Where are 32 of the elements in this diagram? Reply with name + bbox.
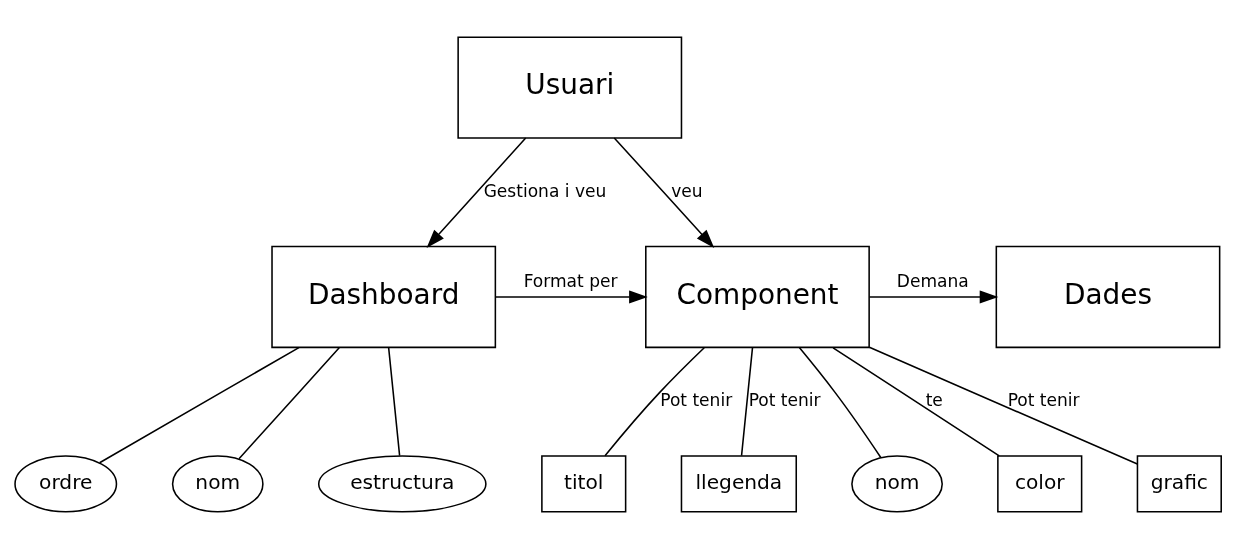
node-box: Dades <box>995 245 1221 348</box>
edge-label: Format per <box>523 270 618 291</box>
connector <box>832 346 1000 457</box>
node-ellipse: estructura <box>317 454 487 513</box>
edge-label: Pot tenir <box>1007 389 1080 410</box>
arrow <box>613 136 715 248</box>
connector <box>98 346 300 463</box>
connector <box>798 346 882 458</box>
node-box: titol <box>541 454 627 513</box>
node-box: grafic <box>1136 454 1222 513</box>
node-box: Component <box>645 245 870 348</box>
arrow <box>868 289 999 303</box>
arrow <box>495 289 648 303</box>
edge-label: Gestiona i veu <box>483 180 607 201</box>
edge-label: te <box>925 389 943 410</box>
node-ellipse: nom <box>171 454 264 513</box>
edge-label: veu <box>671 180 703 201</box>
connector <box>238 346 340 459</box>
edge-label: Demana <box>896 270 969 291</box>
edge-label: Pot tenir <box>748 389 821 410</box>
connector <box>604 346 705 456</box>
connector <box>868 346 1139 465</box>
node-ellipse: ordre <box>14 454 118 513</box>
connector <box>740 346 754 456</box>
node-box: llegenda <box>680 454 797 513</box>
node-box: Usuari <box>457 35 683 139</box>
node-box: Dashboard <box>271 245 497 348</box>
node-box: color <box>997 454 1083 513</box>
connector <box>387 346 401 456</box>
arrow <box>426 136 527 248</box>
node-ellipse: nom <box>851 454 943 513</box>
edge-label: Pot tenir <box>660 389 733 410</box>
